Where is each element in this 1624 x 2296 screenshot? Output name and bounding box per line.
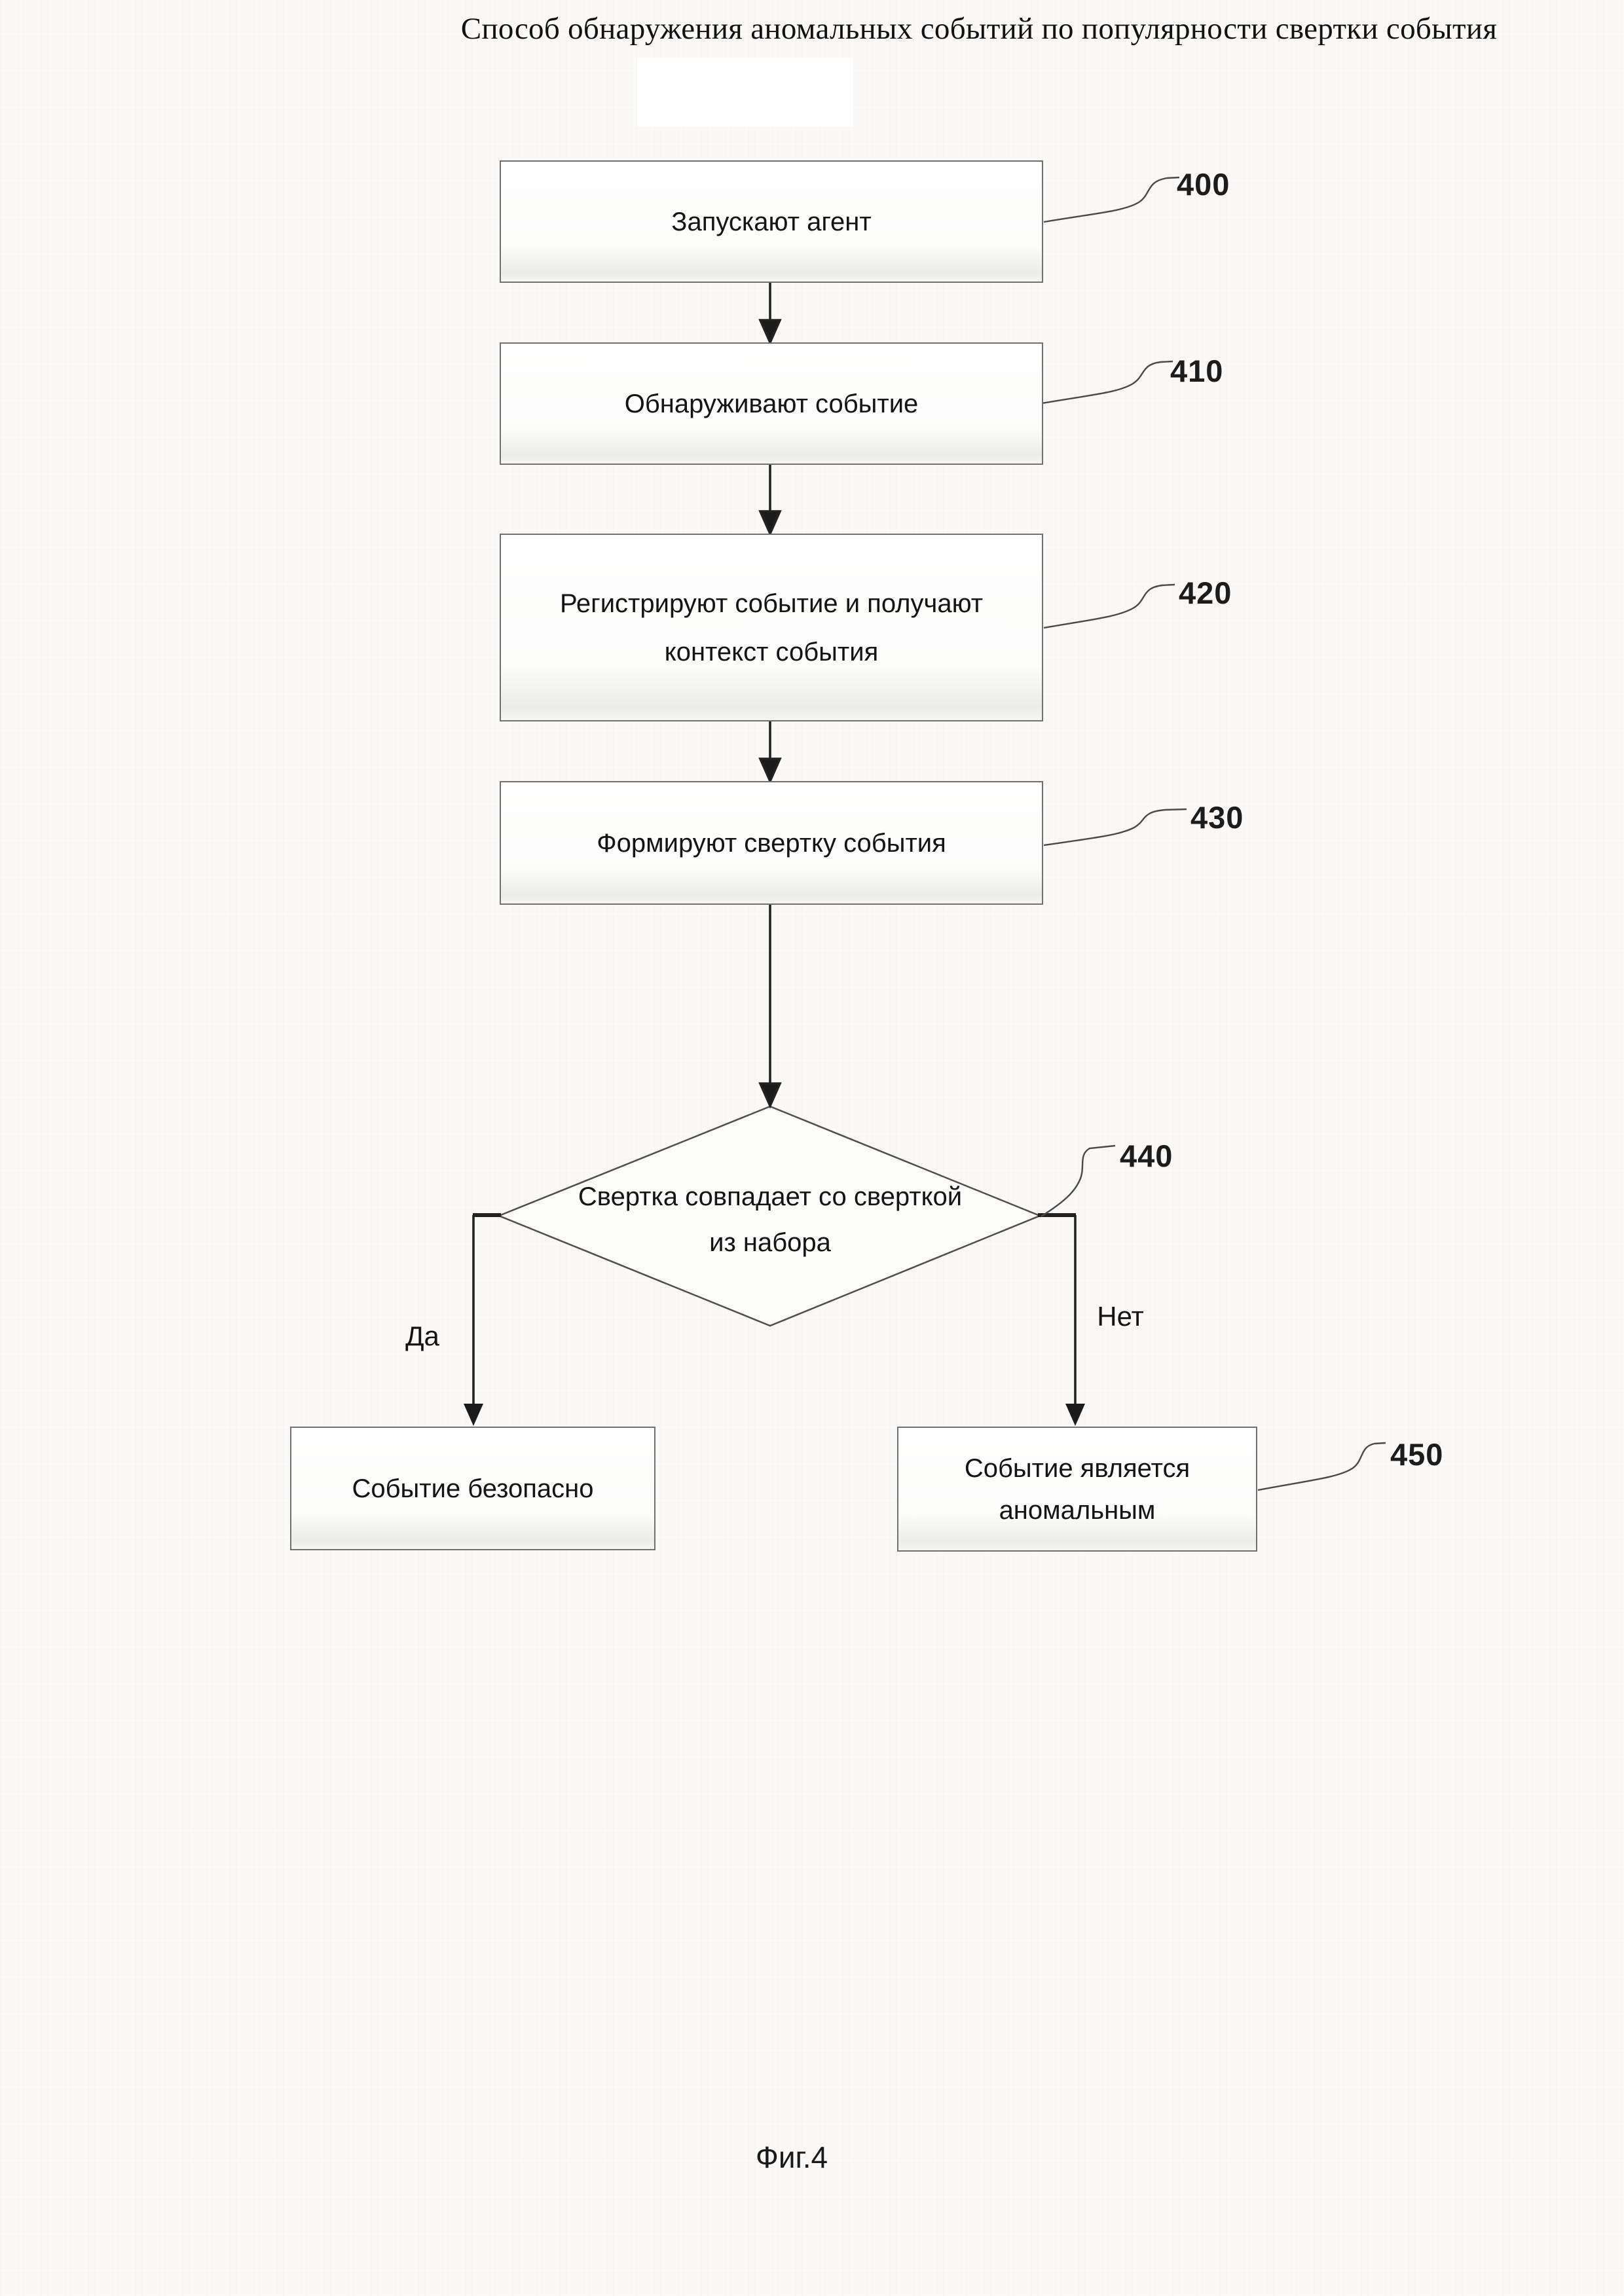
reference-leaders	[1041, 176, 1386, 1491]
arrowhead-420-430	[758, 757, 782, 784]
decision-label-line2: сверткой из набора	[709, 1182, 963, 1257]
decision-label-line1: Свертка совпадает со	[578, 1182, 847, 1211]
ref-number-450: 450	[1390, 1437, 1444, 1472]
step-label: Формируют свертку события	[597, 828, 946, 858]
ref-number-420: 420	[1179, 575, 1232, 610]
outcome-label-line1: Событие является	[964, 1453, 1190, 1483]
leader-450	[1257, 1442, 1386, 1491]
leader-410	[1041, 360, 1173, 405]
ref-number-410: 410	[1170, 354, 1224, 388]
outcome-label: Событие безопасно	[352, 1474, 594, 1503]
outcome-box-450: Событие является аномальным	[897, 1427, 1257, 1552]
scan-artifact	[637, 58, 853, 126]
step-label: Запускают агент	[671, 207, 872, 236]
branch-no-connector	[1038, 1213, 1085, 1426]
step-label-line1: Регистрируют событие и получают	[559, 589, 984, 618]
page-title: Способ обнаружения аномальных событий по…	[460, 12, 1498, 46]
step-label-line2: контекст события	[664, 637, 879, 666]
branch-yes-arrowhead	[464, 1404, 483, 1426]
branch-yes-connector	[464, 1213, 501, 1426]
ref-number-400: 400	[1177, 167, 1230, 202]
arrowhead-430-440	[758, 1082, 782, 1109]
decision-440-label: Свертка совпадает со сверткой из набора	[574, 1174, 967, 1266]
outcome-box-safe: Событие безопасно	[290, 1427, 655, 1550]
step-box-430: Формируют свертку события	[500, 781, 1043, 905]
leader-400	[1043, 176, 1180, 223]
leader-440	[1041, 1144, 1116, 1218]
branch-no-arrowhead	[1065, 1404, 1085, 1426]
arrowhead-400-410	[758, 319, 782, 346]
branch-label-yes: Да	[405, 1321, 439, 1351]
ref-number-430: 430	[1190, 800, 1244, 835]
branch-label-no: Нет	[1097, 1301, 1144, 1332]
flow-arrows	[758, 283, 782, 1109]
step-label: Обнаруживают событие	[624, 389, 919, 418]
step-box-420: Регистрируют событие и получают контекст…	[500, 534, 1043, 721]
leader-430	[1043, 808, 1187, 847]
decision-diamond-shape	[496, 1105, 1043, 1327]
step-box-410: Обнаруживают событие	[500, 342, 1043, 465]
outcome-label-line2: аномальным	[999, 1495, 1156, 1525]
ref-number-440: 440	[1120, 1139, 1173, 1173]
leader-420	[1043, 583, 1175, 629]
figure-caption: Фиг.4	[755, 2140, 828, 2174]
step-box-400: Запускают агент	[500, 160, 1043, 283]
arrowhead-410-420	[758, 510, 782, 537]
